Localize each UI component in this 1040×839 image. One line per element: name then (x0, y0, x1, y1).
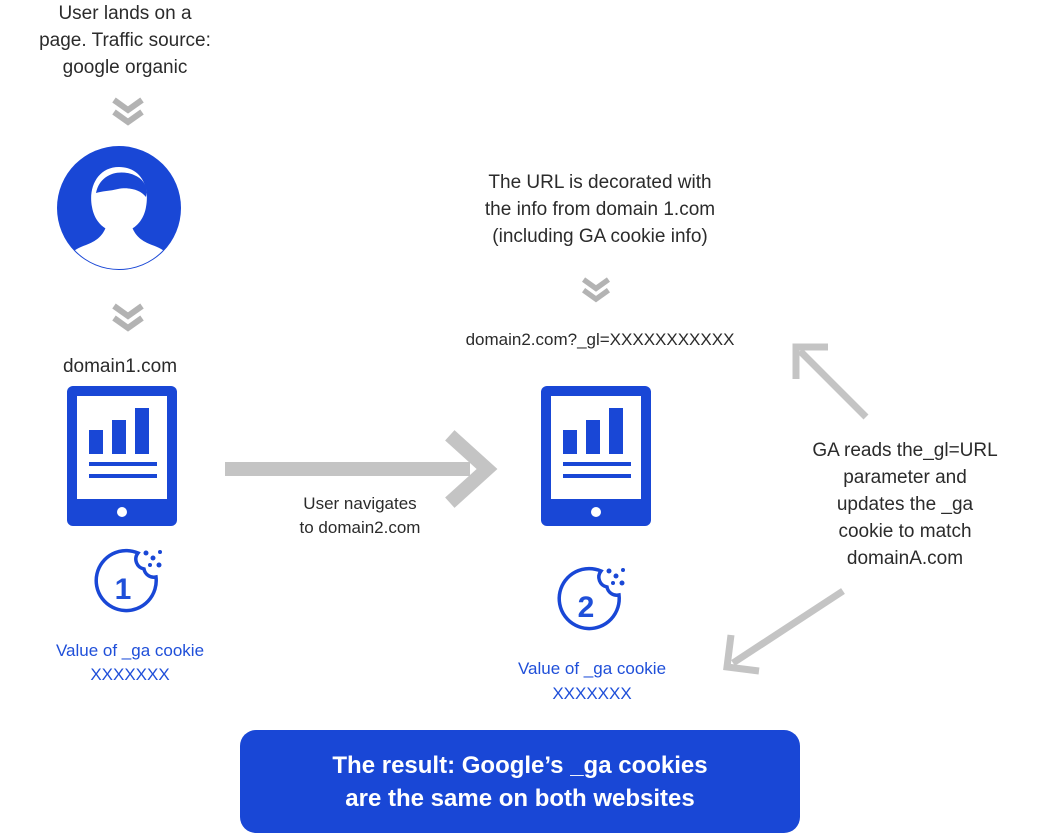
decorate-text-line2: the info from domain 1.com (484, 199, 716, 220)
cookie-number-1: 1 (114, 573, 132, 606)
cookie-1-value: XXXXXXX (90, 665, 170, 684)
decorate-text-line3: (including GA cookie info) (492, 226, 708, 247)
landing-text-line1: User lands on a (58, 3, 192, 24)
tablet-chart-icon (541, 386, 651, 526)
result-line2: are the same on both websites (345, 784, 695, 812)
chevron-down-double-icon (112, 97, 144, 126)
user-avatar-icon (57, 146, 181, 270)
ga-text-line4: cookie to match (838, 521, 972, 542)
arrow-up-left-icon (792, 343, 869, 420)
tablet-chart-icon (67, 386, 177, 526)
landing-text-line3: google organic (62, 57, 188, 78)
arrow-down-left-icon (723, 588, 845, 675)
ga-text-line2: parameter and (843, 467, 967, 488)
cookie-number-2: 2 (577, 591, 595, 624)
domain2-url: domain2.com?_gl=XXXXXXXXXXX (465, 330, 735, 349)
result-line1: The result: Google’s _ga cookies (332, 751, 708, 779)
cookie-1-label: Value of _ga cookie (55, 641, 205, 660)
ga-text-line5: domainA.com (846, 548, 964, 569)
cookie-icon (557, 566, 625, 631)
landing-text-line2: page. Traffic source: (39, 30, 211, 51)
ga-text-line1: GA reads the_gl=URL (812, 440, 998, 461)
cookie-2-value: XXXXXXX (552, 684, 632, 703)
chevron-down-double-icon (112, 303, 144, 332)
decorate-text-line1: The URL is decorated with (488, 172, 712, 193)
cookie-icon (94, 548, 162, 613)
result-banner: The result: Google’s _ga cookies are the… (240, 730, 800, 833)
navigate-text-line1: User navigates (303, 494, 417, 513)
ga-text-line3: updates the _ga (836, 494, 974, 515)
navigate-text-line2: to domain2.com (299, 518, 421, 537)
domain1-label: domain1.com (62, 356, 178, 377)
arrow-right-icon (225, 430, 498, 508)
cookie-2-label: Value of _ga cookie (517, 659, 667, 678)
chevron-down-double-icon (582, 277, 610, 303)
